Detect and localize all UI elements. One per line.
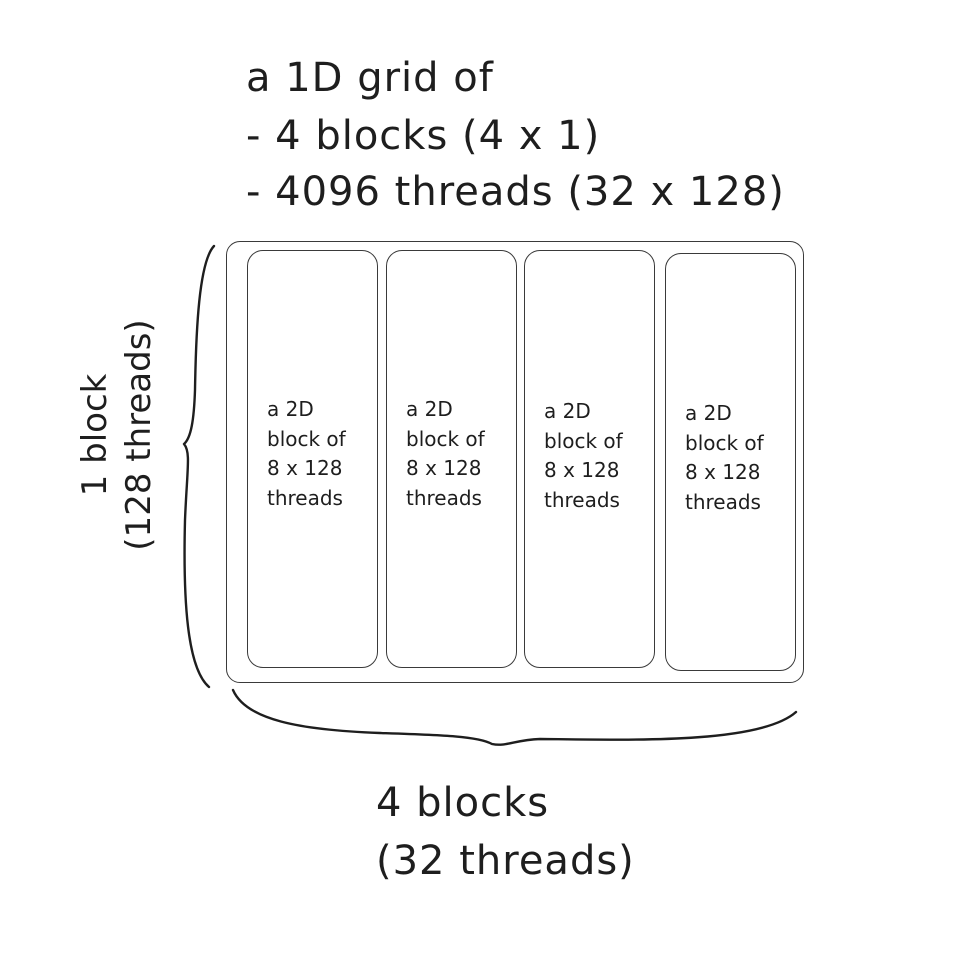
block-box-3 xyxy=(524,250,655,668)
bottom-dimension-label: 4 blocks (32 threads) xyxy=(376,775,635,890)
block-label-line: a 2D xyxy=(685,401,732,425)
block-label-2: a 2D block of 8 x 128 threads xyxy=(406,395,485,513)
block-label-line: block of xyxy=(267,426,346,451)
block-label-line: threads xyxy=(406,485,482,510)
block-label-line: 8 x 128 xyxy=(267,456,343,480)
block-box-4 xyxy=(665,253,796,671)
block-label-line: block of xyxy=(406,426,485,451)
left-label-line-2: (128 threads) xyxy=(119,319,159,551)
grid-frame xyxy=(226,241,804,683)
left-label-line-1: 1 block xyxy=(75,373,115,497)
block-label-line: a 2D xyxy=(544,399,591,423)
block-label-line: threads xyxy=(267,485,343,510)
block-label-line: threads xyxy=(685,489,761,514)
block-label-line: block of xyxy=(685,430,764,455)
bottom-label-line-1: 4 blocks xyxy=(376,780,550,826)
block-label-line: 8 x 128 xyxy=(406,456,482,480)
block-label-1: a 2D block of 8 x 128 threads xyxy=(267,395,346,513)
title-line-1: a 1D grid of xyxy=(246,55,494,101)
block-label-3: a 2D block of 8 x 128 threads xyxy=(544,397,623,515)
block-label-line: a 2D xyxy=(267,397,314,421)
block-box-1 xyxy=(247,250,378,668)
left-brace xyxy=(182,244,216,689)
block-label-line: block of xyxy=(544,428,623,453)
block-label-line: a 2D xyxy=(406,397,453,421)
block-box-2 xyxy=(386,250,517,668)
block-label-line: 8 x 128 xyxy=(685,460,761,484)
title-line-2: - 4 blocks (4 x 1) xyxy=(246,113,601,159)
block-label-line: 8 x 128 xyxy=(544,458,620,482)
bottom-label-line-2: (32 threads) xyxy=(376,838,635,884)
block-label-line: threads xyxy=(544,487,620,512)
title-line-3: - 4096 threads (32 x 128) xyxy=(246,169,785,215)
bottom-brace xyxy=(231,688,798,746)
block-label-4: a 2D block of 8 x 128 threads xyxy=(685,399,764,517)
left-dimension-label: 1 block (128 threads) xyxy=(73,319,161,550)
